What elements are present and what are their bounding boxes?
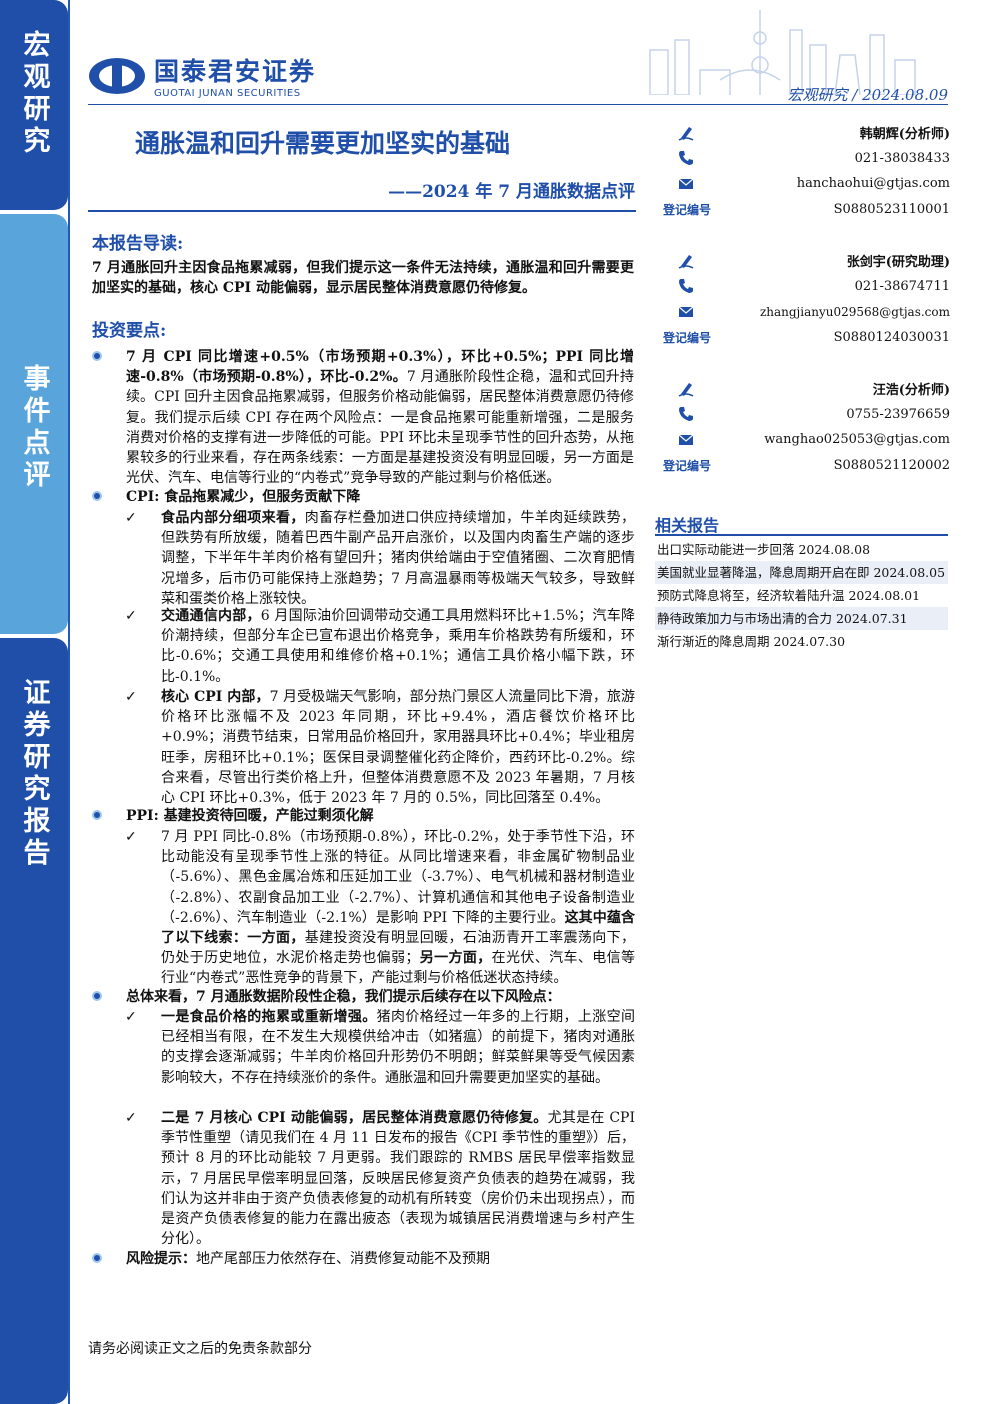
author-phone: 021-38038433: [854, 150, 950, 166]
list-item: ✓ 食品内部分细项来看，肉畜存栏叠加进口供应持续增加，牛羊肉延续跌势，但跌势有所…: [125, 510, 635, 607]
list-item: 总体来看，7 月通胀数据阶段性企稳，我们提示后续存在以下风险点：: [92, 987, 634, 1007]
author-name: 汪浩(分析师): [872, 383, 950, 399]
author-card: 韩朝辉(分析师) 021-38038433 hanchaohui@gtjas.c…: [655, 120, 950, 222]
related-rule: [655, 534, 948, 536]
list-item: ✓ 交通通信内部，6 月国际油价回调带动交通工具用燃料环比+1.5%；汽车降价潮…: [125, 608, 636, 685]
check-icon: ✓: [125, 608, 137, 624]
related-report-item[interactable]: 出口实际动能进一步回落 2024.08.08: [657, 542, 871, 557]
sidebar-block-macro: 宏观研究: [0, 0, 68, 210]
check-icon: ✓: [125, 829, 137, 845]
sidebar-block-event: 事件点评: [0, 214, 68, 634]
author-phone: 021-38674711: [854, 278, 950, 294]
list-item: ✓ 一是食品价格的拖累或重新增强。猪肉价格经过一年多的上行期，上涨空间已经相当有…: [125, 1009, 635, 1086]
related-report-item[interactable]: 渐行渐近的降息周期 2024.07.30: [657, 634, 846, 649]
reg-label: 登记编号: [663, 331, 712, 346]
phone-icon: [679, 407, 693, 422]
related-report-item[interactable]: 美国就业显著降温，降息周期开启在即 2024.08.05: [655, 561, 948, 584]
check-icon: ✓: [125, 1110, 137, 1126]
breadcrumb: 宏观研究 / 2024.08.09: [787, 86, 948, 104]
bullet-icon: [92, 810, 102, 820]
title-rule: [88, 210, 636, 212]
mail-icon: [678, 434, 694, 445]
list-item: 7 月 CPI 同比增速+0.5%（市场预期+0.3%），环比+0.5%；PPI…: [92, 347, 634, 488]
author-email[interactable]: wanghao025053@gtjas.com: [764, 432, 950, 448]
author-reg: S0880523110001: [833, 202, 950, 218]
points-heading: 投资要点:: [92, 321, 167, 341]
bullet-icon: [92, 351, 102, 361]
bullet-icon: [92, 991, 102, 1001]
author-card: 汪浩(分析师) 0755-23976659 wanghao025053@gtja…: [655, 376, 950, 478]
author-name: 韩朝辉(分析师): [859, 127, 950, 143]
list-item: ✓ 7 月 PPI 同比-0.8%（市场预期-0.8%），环比-0.2%，处于季…: [125, 829, 635, 987]
related-report-item[interactable]: 静待政策加力与市场出清的合力 2024.07.31: [655, 607, 948, 630]
pen-icon: [678, 254, 694, 269]
author-card: 张剑宇(研究助理) 021-38674711 zhangjianyu029568…: [655, 248, 950, 350]
reg-label: 登记编号: [663, 203, 712, 218]
related-reports-heading: 相关报告: [655, 516, 720, 535]
guide-text: 7 月通胀回升主因食品拖累减弱，但我们提示这一条件无法持续，通胀温和回升需要更加…: [92, 260, 634, 296]
logo-mark-icon: [89, 57, 145, 94]
phone-icon: [679, 279, 693, 294]
list-item: 风险提示：地产尾部压力依然存在、消费修复动能不及预期: [92, 1249, 634, 1269]
mail-icon: [678, 306, 694, 317]
author-reg: S0880521120002: [833, 458, 950, 474]
author-name: 张剑宇(研究助理): [846, 255, 950, 271]
list-item: CPI: 食品拖累减少，但服务贡献下降: [92, 487, 634, 507]
reg-label: 登记编号: [663, 459, 712, 474]
list-item: ✓ 核心 CPI 内部，7 月受极端天气影响，部分热门景区人流量同比下滑，旅游价…: [125, 689, 636, 807]
check-icon: ✓: [125, 689, 137, 705]
sidebar-divider: [68, 0, 70, 1404]
city-skyline-icon: [649, 10, 916, 95]
phone-icon: [679, 151, 693, 166]
sidebar: 宏观研究 事件点评 证券研究报告: [0, 0, 70, 1404]
report-subtitle: ——2024 年 7 月通胀数据点评: [388, 182, 635, 202]
company-logo: 国泰君安证券 GUOTAI JUNAN SECURITIES: [88, 52, 316, 99]
author-reg: S0880124030031: [833, 330, 950, 346]
list-item: ✓ 二是 7 月核心 CPI 动能偏弱，居民整体消费意愿仍待修复。尤其是在 CP…: [125, 1110, 635, 1248]
bullet-icon: [92, 491, 102, 501]
related-report-item[interactable]: 预防式降息将至，经济软着陆升温 2024.08.01: [657, 588, 921, 603]
sidebar-block-securities: 证券研究报告: [0, 638, 68, 1404]
pen-icon: [678, 382, 694, 397]
check-icon: ✓: [125, 510, 137, 526]
mail-icon: [678, 178, 694, 189]
author-phone: 0755-23976659: [846, 406, 950, 422]
guide-heading: 本报告导读:: [92, 234, 184, 254]
pen-icon: [678, 126, 694, 141]
bullet-icon: [92, 1253, 102, 1263]
check-icon: ✓: [125, 1009, 137, 1025]
author-email[interactable]: hanchaohui@gtjas.com: [796, 176, 950, 192]
list-item: PPI: 基建投资待回暖，产能过剩须化解: [92, 806, 634, 826]
header-rule: [88, 104, 948, 105]
company-name-en: GUOTAI JUNAN SECURITIES: [154, 88, 301, 99]
author-email[interactable]: zhangjianyu029568@gtjas.com: [759, 304, 950, 319]
report-title: 通胀温和回升需要更加坚实的基础: [135, 129, 511, 158]
disclaimer-footer: 请务必阅读正文之后的免责条款部分: [88, 1341, 312, 1357]
company-name-cn: 国泰君安证券: [154, 57, 317, 86]
related-reports-list: 出口实际动能进一步回落 2024.08.08 美国就业显著降温，降息周期开启在即…: [655, 538, 948, 653]
